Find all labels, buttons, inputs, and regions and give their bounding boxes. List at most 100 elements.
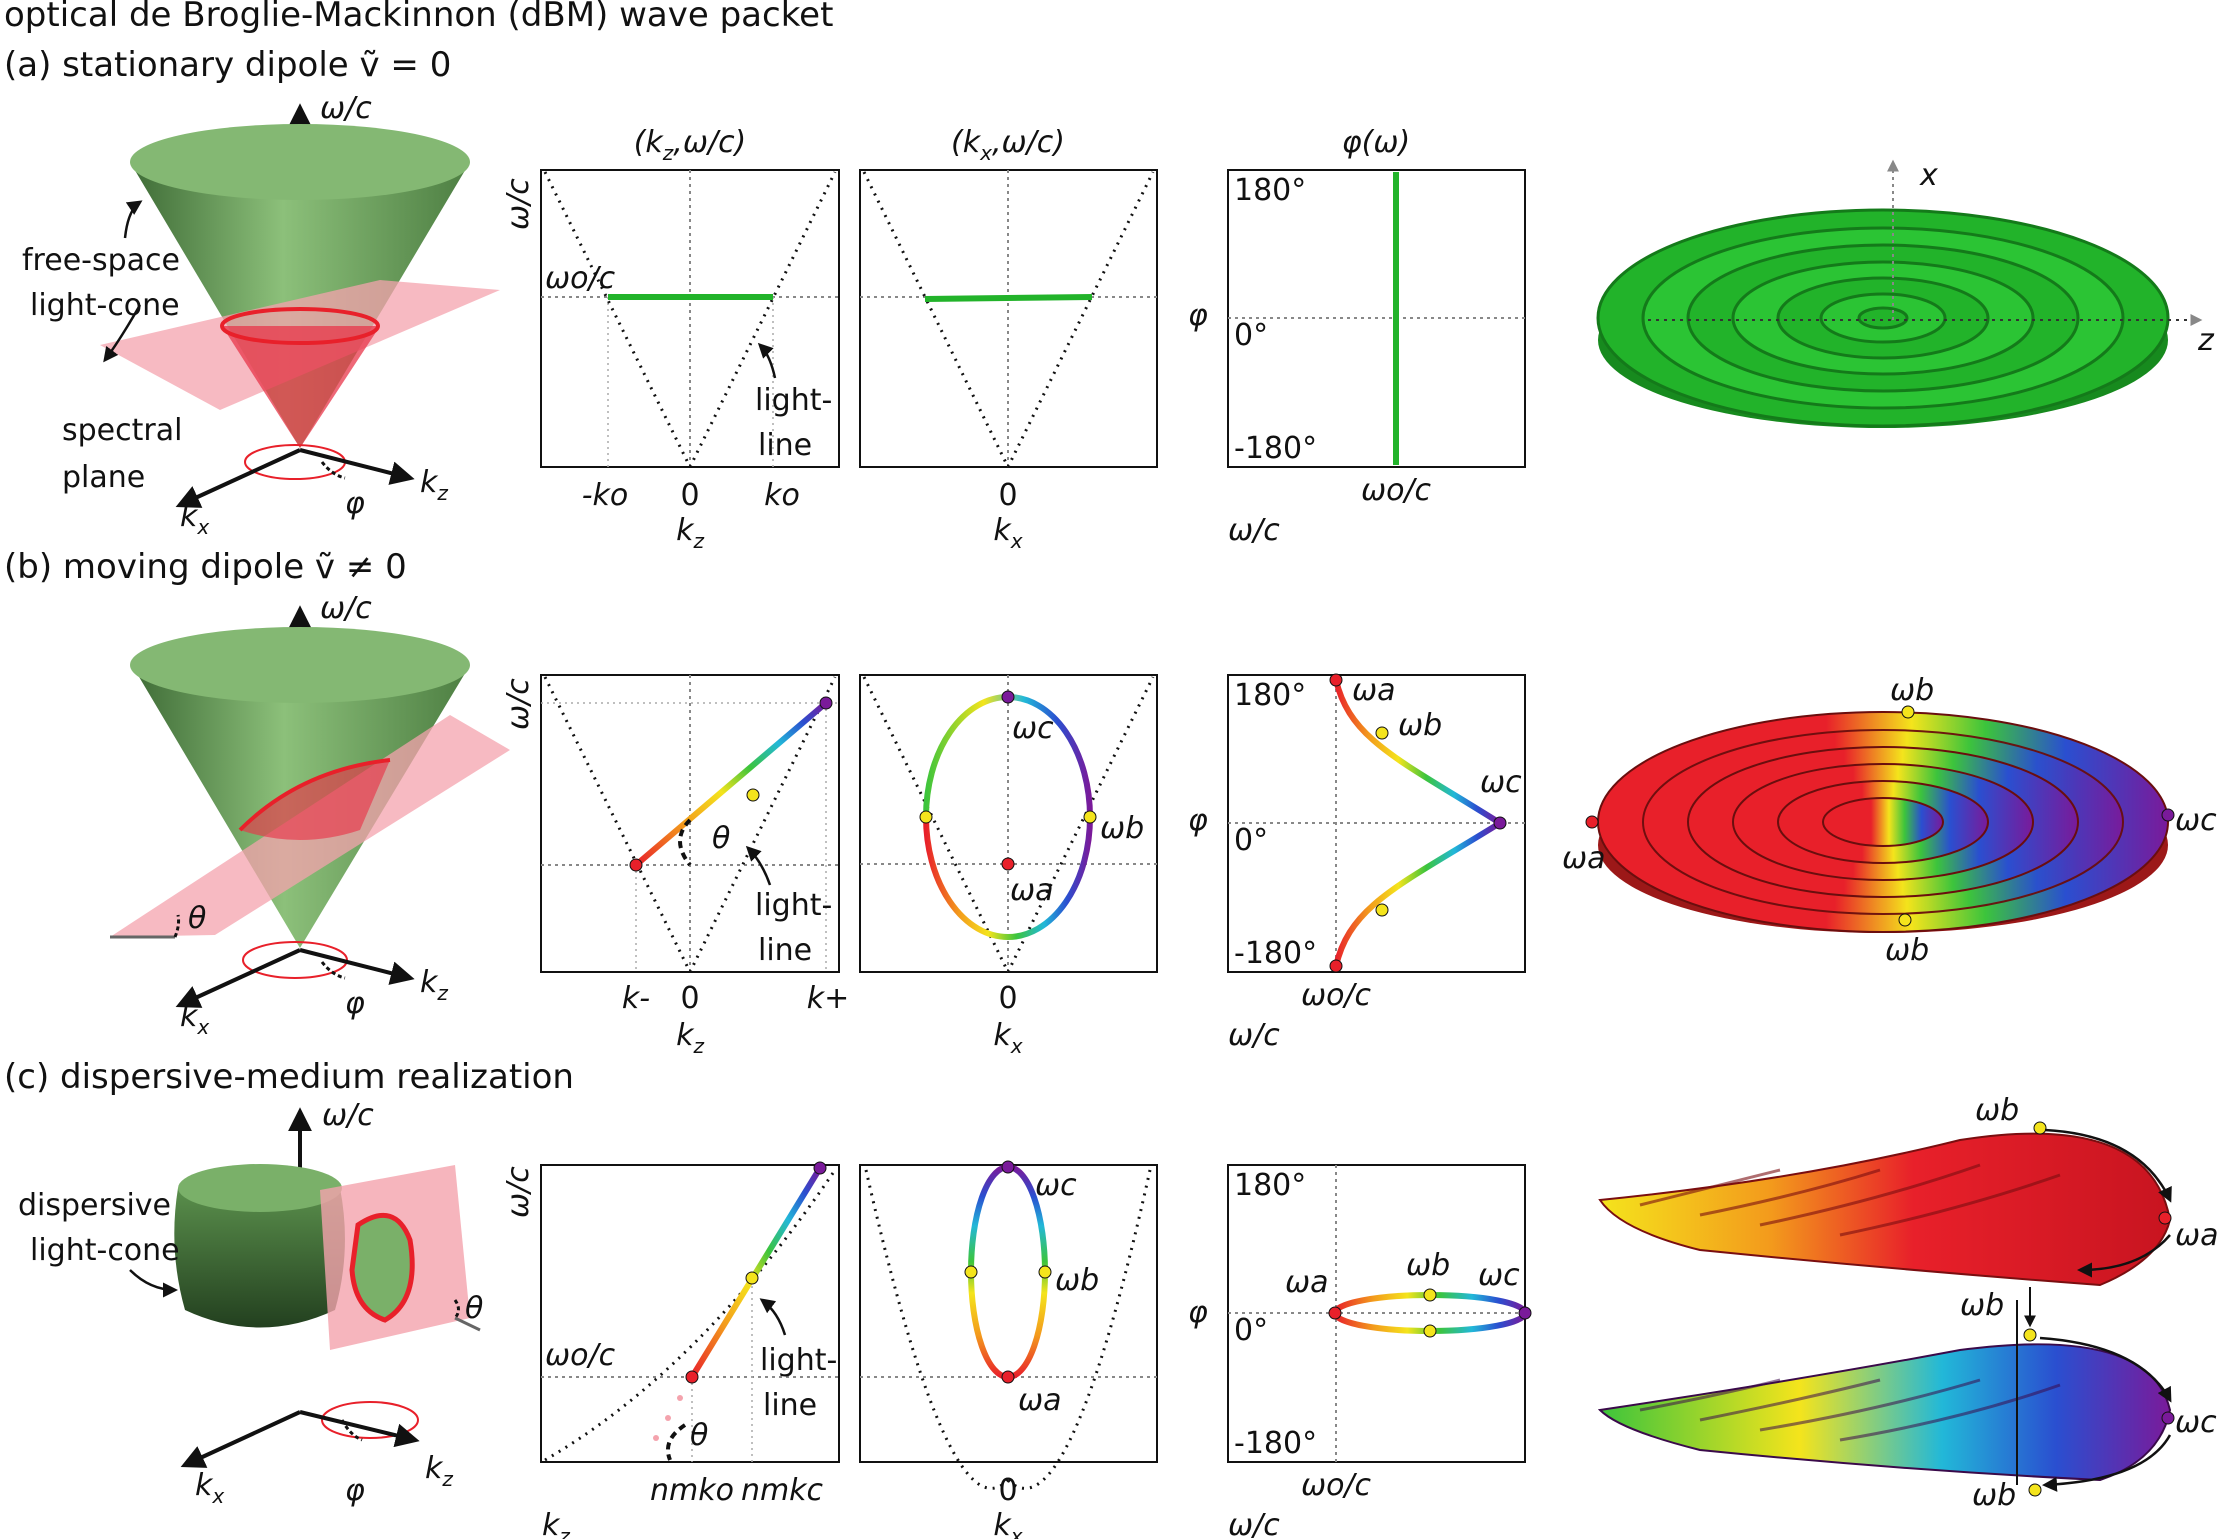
row-b: (b) moving dipole ṽ ≠ 0 ω/c θ kx kz φ ω/…	[4, 547, 2217, 1058]
xtick-omega0: ωo/c	[1301, 1468, 1372, 1503]
x-axis-label: ω/c	[1228, 1018, 1280, 1053]
kx-axis-arrow	[175, 448, 301, 508]
x-axis-label: kx	[993, 513, 1022, 553]
point-b	[745, 1271, 759, 1285]
label-a: ωa	[1562, 841, 1606, 876]
label-a: ωa	[1285, 1265, 1329, 1300]
kz-axis-label: kz	[420, 465, 448, 505]
point-a	[1001, 1370, 1015, 1384]
ytick-neg180: -180°	[1234, 431, 1317, 466]
label-b-mid: ωb	[1960, 1288, 2004, 1323]
xtick-kminus: k-	[622, 981, 650, 1016]
rotation-arrow-2	[2077, 1234, 2171, 1278]
row-c: (c) dispersive-medium realization ω/c θ …	[4, 1057, 2219, 1539]
wave-ring-6	[1822, 797, 1944, 847]
light-line-pointer	[745, 845, 772, 886]
light-line-left	[864, 1169, 1010, 1490]
figure-title: optical de Broglie-Mackinnon (dBM) wave …	[4, 0, 833, 35]
label-c: ωc	[2175, 803, 2217, 838]
point-b-bottom	[1375, 903, 1389, 917]
light-line-right	[1006, 171, 1155, 468]
kz-axis-arrow	[299, 948, 415, 985]
label-c: ωc	[2175, 1405, 2217, 1440]
x-axis-label: x	[1919, 158, 1938, 193]
cone-plane-intersection	[222, 326, 380, 448]
projection-ellipse	[321, 1401, 419, 1439]
light-line-label-1: light-	[760, 1343, 837, 1378]
point-a	[1001, 857, 1015, 871]
projection-dot-2	[665, 1415, 671, 1421]
kz-axis-label: kz	[420, 965, 448, 1005]
ytick-180: 180°	[1234, 1168, 1306, 1203]
y-axis-label: φ	[1188, 803, 1208, 838]
dispersive-cone	[174, 1188, 345, 1328]
panel-title: φ(ω)	[1342, 125, 1410, 160]
point-c	[1001, 1160, 1015, 1174]
intersection-curve	[238, 758, 391, 832]
ytick-neg180: -180°	[1234, 1426, 1317, 1461]
tilt-label: θ	[465, 1291, 483, 1326]
light-line-left	[543, 676, 692, 973]
marker-a	[2158, 1211, 2172, 1225]
row-b-cone-diagram: ω/c θ kx kz φ	[110, 591, 510, 1039]
plane-label-line1: spectral	[62, 413, 182, 448]
label-a: ωa	[2175, 1218, 2219, 1253]
x-axis-label: kx	[993, 1508, 1022, 1539]
phi-angle-arc	[320, 461, 346, 480]
rotation-arrow-4	[2042, 1434, 2172, 1492]
label-b-lower: ωb	[1972, 1478, 2016, 1513]
omega-axis-label: ω/c	[320, 91, 372, 126]
point-c	[819, 696, 833, 710]
light-line-label-1: light-	[755, 383, 832, 418]
cone-label-line2: light-cone	[30, 1233, 180, 1268]
panel-title: (kz,ω/c)	[634, 125, 747, 165]
level-label: ωo/c	[545, 1338, 616, 1373]
ytick-0: 0°	[1234, 318, 1268, 353]
ytick-0: 0°	[1234, 1313, 1268, 1348]
wave-packet-upper	[1598, 1132, 2172, 1287]
xtick-omega0: ωo/c	[1301, 978, 1372, 1013]
marker-b-upper	[2033, 1121, 2047, 1135]
light-line-right	[1006, 1169, 1152, 1490]
theta-label: θ	[690, 1418, 708, 1453]
marker-b-mid	[2023, 1328, 2037, 1342]
plane-pointer-arrow	[103, 304, 142, 363]
light-line-pointer	[759, 1298, 787, 1336]
point-a	[629, 858, 643, 872]
row-a-cone-diagram: ω/c kx kz φ free-space light-cone spectr…	[22, 91, 500, 539]
tilt-arc	[453, 1299, 460, 1319]
tilt-arc	[173, 914, 181, 938]
x-axis-label: kz	[542, 1508, 570, 1539]
light-line-left	[862, 171, 1010, 468]
light-line-right	[688, 171, 837, 468]
row-a-label: (a) stationary dipole ṽ = 0	[4, 45, 451, 85]
ytick-neg180: -180°	[1234, 936, 1317, 971]
ellipse-curve	[968, 1164, 1048, 1380]
row-b-label: (b) moving dipole ṽ ≠ 0	[4, 547, 407, 587]
label-b-bottom: ωb	[1885, 933, 1929, 968]
y-axis-label: ω/c	[501, 178, 536, 230]
xtick-nmkc: nmkc	[741, 1473, 824, 1508]
spectral-support-line	[634, 700, 828, 868]
point-b	[746, 788, 760, 802]
point-b-right	[1083, 810, 1097, 824]
marker-c	[2161, 808, 2175, 822]
row-c-cone-diagram: ω/c θ kx kz φ dispersive light-cone	[18, 1098, 483, 1508]
omega-axis-label: ω/c	[322, 1098, 374, 1133]
point-b-bottom	[1423, 1324, 1437, 1338]
xtick-zero: 0	[998, 1473, 1017, 1508]
row-c-panel-phi: φ ωa ωb ωc 180° 0° -180° ωo/c ω/c	[1188, 1164, 1532, 1539]
label-a: ωa	[1352, 673, 1396, 708]
panel-frame	[540, 1164, 840, 1463]
light-line-left	[862, 676, 1010, 973]
label-b-top: ωb	[1890, 673, 1934, 708]
projection-dot-3	[653, 1435, 659, 1441]
xtick-neg: -ko	[582, 478, 629, 513]
plane-label-line2: plane	[62, 460, 145, 495]
row-a-panel-kz: (kz,ω/c) ω/c ωo/c light- line -ko 0 ko k…	[501, 125, 840, 553]
y-axis-label: ω/c	[501, 1166, 536, 1218]
wave-ridges-upper	[1639, 1163, 2061, 1237]
row-c-label: (c) dispersive-medium realization	[4, 1057, 574, 1097]
kz-axis-label: kz	[425, 1451, 453, 1491]
point-b-right	[1038, 1265, 1052, 1279]
